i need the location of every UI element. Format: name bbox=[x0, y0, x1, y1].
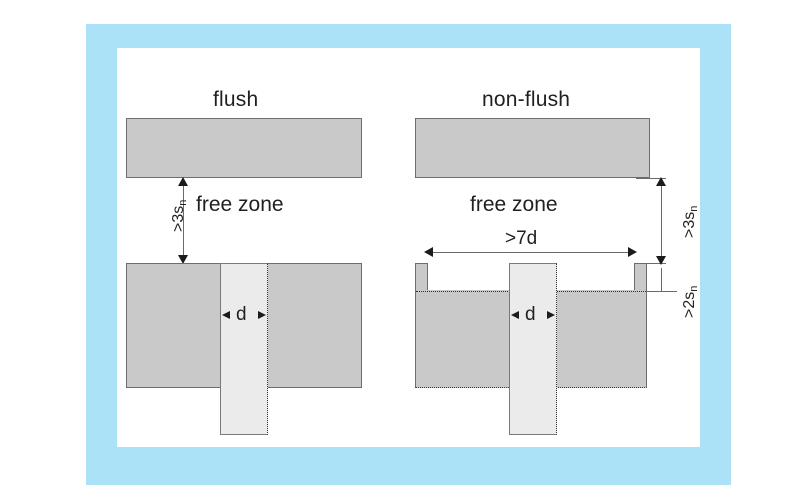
panel-title-flush: flush bbox=[213, 88, 259, 111]
nonflush-recess-width-dim-line bbox=[428, 252, 633, 253]
flush-target-plate bbox=[126, 118, 362, 178]
nonflush-clearance-ext-line-top bbox=[636, 178, 666, 179]
flush-diameter-label: d bbox=[236, 304, 247, 325]
flush-clearance-arrow-down bbox=[178, 255, 188, 264]
nonflush-recess-width-arrow-left bbox=[424, 247, 433, 257]
nonflush-clearance-ext-line-bottom bbox=[640, 263, 666, 264]
nonflush-diameter-label: d bbox=[525, 304, 536, 325]
nonflush-target-plate bbox=[415, 118, 650, 178]
flush-clearance-arrow-up bbox=[178, 177, 188, 186]
nonflush-protrusion-dim-line bbox=[661, 268, 662, 291]
nonflush-recess-width-label: >7d bbox=[505, 228, 538, 249]
nonflush-recess-wall-left bbox=[415, 263, 428, 292]
nonflush-sensor-column bbox=[509, 263, 557, 435]
nonflush-protrusion-label: >2sn bbox=[681, 285, 700, 318]
flush-mounting-block-right bbox=[267, 263, 362, 388]
flush-diameter-arrow-right bbox=[258, 311, 266, 319]
nonflush-diameter-arrow-right bbox=[547, 311, 555, 319]
nonflush-recess-width-arrow-right bbox=[628, 247, 637, 257]
nonflush-recess-wall-right bbox=[634, 263, 647, 292]
panel-title-non-flush: non-flush bbox=[482, 88, 571, 111]
flush-clearance-label: >3sn bbox=[170, 199, 189, 232]
flush-clearance-dim-line bbox=[183, 180, 184, 262]
nonflush-clearance-label: >3sn bbox=[681, 205, 700, 238]
flush-sensor-column bbox=[220, 263, 268, 435]
nonflush-diameter-arrow-left bbox=[511, 311, 519, 319]
flush-free-zone-label: free zone bbox=[196, 193, 284, 216]
flush-diameter-arrow-left bbox=[222, 311, 230, 319]
nonflush-protrusion-ext-line bbox=[647, 291, 677, 292]
nonflush-clearance-dim-line bbox=[661, 181, 662, 263]
nonflush-clearance-arrow-down bbox=[656, 256, 666, 265]
nonflush-clearance-arrow-up bbox=[656, 177, 666, 186]
nonflush-free-zone-label: free zone bbox=[470, 193, 558, 216]
flush-mounting-block-left bbox=[126, 263, 221, 388]
